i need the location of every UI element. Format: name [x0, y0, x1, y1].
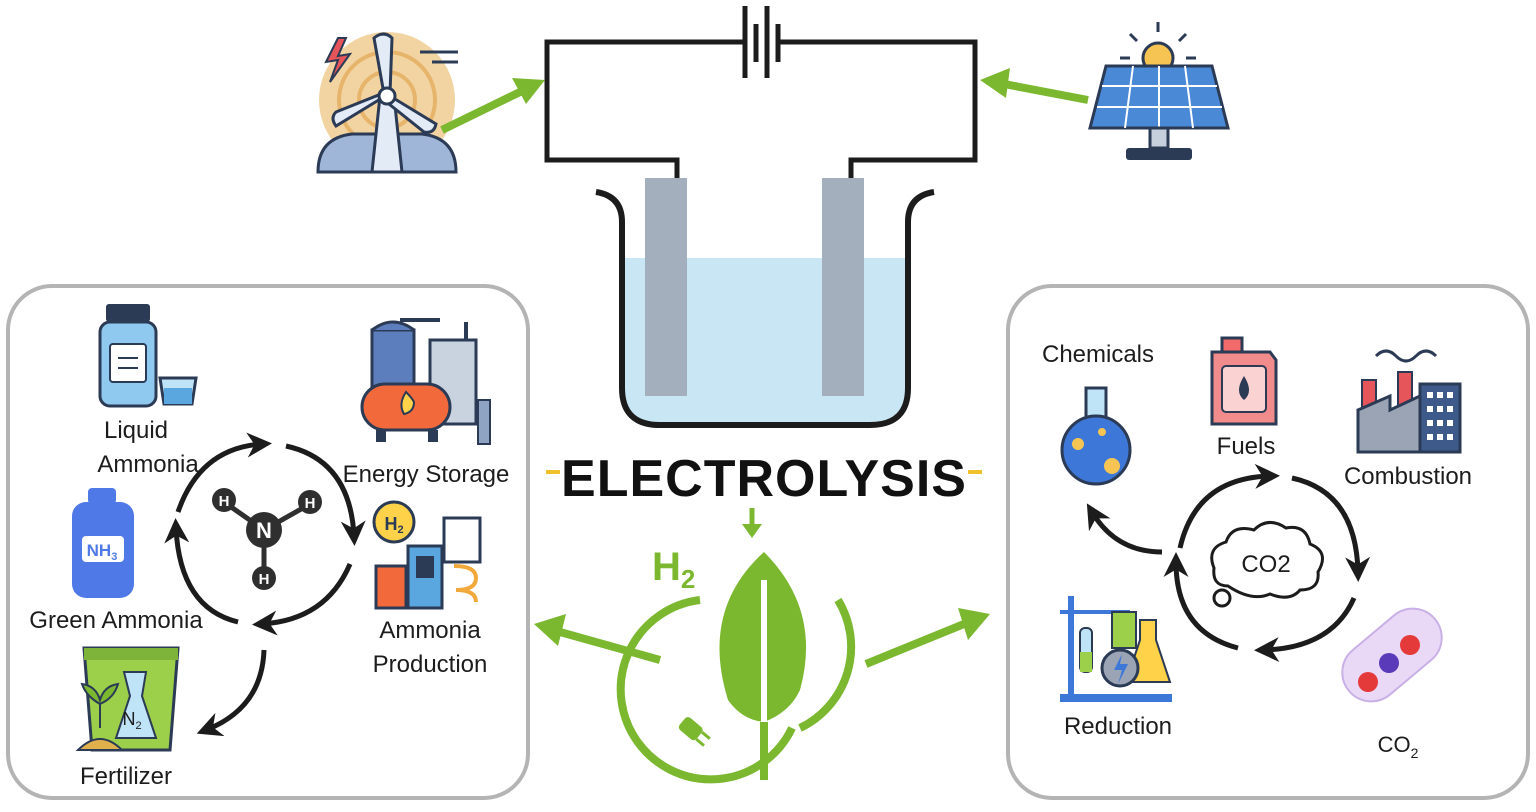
- energy-storage-icon: [360, 318, 491, 445]
- combustion-label: Combustion: [1344, 463, 1472, 490]
- ammonia-cycle-arrows: [164, 432, 366, 737]
- green-energy-leaf-icon: [616, 552, 856, 784]
- co2-cycle-arrows: [1086, 463, 1371, 663]
- hydrogen-label: H2: [652, 545, 695, 594]
- battery-symbol-icon: [742, 6, 781, 78]
- co2-panel: [1006, 284, 1530, 800]
- ammonia-molecule-atoms: [212, 488, 322, 590]
- chemicals-label: Chemicals: [1042, 341, 1154, 368]
- electric-circuit: [544, 39, 978, 182]
- atom-h-3: H: [259, 571, 270, 588]
- liquid-ammonia-label-line1: Liquid: [104, 417, 168, 444]
- liquid-ammonia-label-line2: Ammonia: [97, 451, 199, 478]
- green-ammonia-tank-icon: [72, 488, 134, 598]
- left-electrode: [645, 178, 687, 396]
- atom-n: N: [256, 518, 272, 543]
- fuel-can-icon: [1210, 336, 1278, 426]
- green-ammonia-label: Green Ammonia: [29, 607, 203, 634]
- fertilizer-label: Fertilizer: [80, 763, 172, 790]
- co2-cloud-icon: [1210, 521, 1324, 608]
- solar-panel-icon: [1088, 22, 1230, 160]
- chemicals-flask-icon: [1060, 386, 1132, 486]
- h2-badge: H2: [384, 514, 403, 536]
- right-electrode: [822, 178, 864, 396]
- title-dash-left: [546, 470, 560, 474]
- ammonia-production-label-line1: Ammonia: [379, 617, 481, 644]
- combustion-factory-icon: [1356, 349, 1462, 454]
- fertilizer-icon: [75, 646, 180, 752]
- nh3-bottle-label: NH3: [87, 541, 118, 563]
- co2-molecule-icon: [1341, 607, 1443, 703]
- energy-storage-label: Energy Storage: [343, 461, 510, 488]
- n2-bag-label: N2: [122, 709, 141, 732]
- atom-h-2: H: [305, 495, 316, 512]
- distribution-arrows: [534, 608, 990, 668]
- reduction-label: Reduction: [1064, 713, 1172, 740]
- wind-turbine-icon: [316, 32, 458, 174]
- electrolysis-beaker: [595, 178, 935, 428]
- ammonia-production-label-line2: Production: [373, 651, 488, 678]
- ammonia-production-icon: [372, 500, 482, 610]
- down-arrow: [742, 508, 762, 538]
- liquid-ammonia-icon: [98, 304, 198, 408]
- diagram-title: ELECTROLYSIS: [561, 450, 967, 508]
- ammonia-panel: [6, 284, 530, 800]
- fuels-label: Fuels: [1217, 433, 1276, 460]
- title-dash-right: [968, 470, 982, 474]
- co2-label: CO2: [1378, 732, 1419, 761]
- reduction-lab-icon: [1060, 596, 1172, 702]
- co2-cloud-label: CO2: [1241, 551, 1290, 578]
- atom-h-1: H: [219, 493, 230, 510]
- energy-input-arrows: [440, 68, 1089, 134]
